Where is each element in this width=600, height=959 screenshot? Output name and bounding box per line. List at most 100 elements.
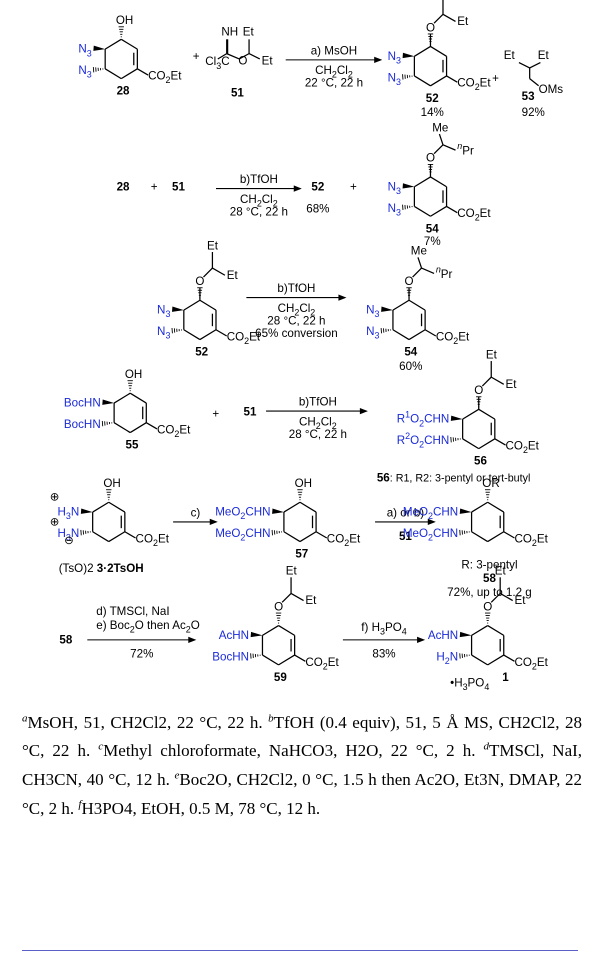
hash-bond (106, 489, 112, 501)
bond (414, 205, 431, 217)
yield-text: 72% (130, 648, 153, 661)
ethyl-group: Et (457, 15, 469, 28)
bond (145, 422, 158, 430)
reaction-arrow (266, 407, 368, 415)
footnote-f: fH3PO4, EtOH, 0.5 M, 78 °C, 12 h. (78, 797, 321, 818)
wedge-bond (459, 631, 472, 638)
condition-text: CH2Cl2 (299, 415, 337, 431)
methyl-group: Me (432, 121, 448, 134)
ethyl-group: Et (227, 269, 239, 282)
ethyl-group: Et (506, 378, 518, 391)
compound-label: 58 (483, 572, 496, 585)
hash-bond (297, 489, 303, 501)
bond (278, 654, 295, 666)
r-definition: R: 3-pentyl (461, 558, 517, 571)
hash-bond (127, 380, 133, 392)
reaction-arrow (173, 518, 218, 526)
salt-label: •H3PO4 (450, 676, 489, 692)
plus-sign: + (212, 407, 219, 420)
bond (129, 422, 147, 434)
condition-text: 65% conversion (255, 327, 338, 340)
n2-group: MeO2CHN (215, 527, 270, 543)
hash-bond (92, 66, 104, 73)
ethyl-group: Et (504, 49, 516, 62)
bond (487, 531, 505, 543)
bond (478, 408, 496, 420)
bond (433, 144, 444, 155)
bond (290, 592, 304, 602)
reaction-arrow (87, 636, 197, 643)
ester-group: CO2Et (514, 656, 548, 672)
wedge-bond (381, 306, 393, 312)
wedge-bond (80, 508, 93, 514)
condition-text: CH2Cl2 (315, 64, 353, 80)
compound-label: 28 (117, 180, 130, 193)
ethyl-group: Et (495, 565, 507, 578)
mesylate-group: OMs (539, 83, 564, 96)
hash-bond (275, 612, 282, 624)
ethyl-group: Et (286, 565, 298, 578)
bond (414, 45, 431, 57)
n1-group: H3N (58, 506, 80, 522)
bond (113, 422, 131, 434)
reaction-arrow (246, 294, 347, 301)
hash-bond (427, 163, 434, 175)
bond (408, 299, 426, 311)
wedge-bond (402, 183, 415, 189)
n2-group: BocHN (64, 418, 101, 431)
yield-text: 14% (421, 106, 444, 119)
bond (442, 144, 456, 151)
bond (424, 329, 437, 337)
compound-label: 57 (295, 548, 308, 561)
hash-bond (476, 396, 482, 408)
hash-bond (459, 653, 470, 659)
bond (217, 53, 228, 60)
negative-charge: ⊖ (64, 534, 74, 547)
oxygen: O (238, 54, 247, 67)
bond (462, 438, 480, 450)
n2-group: BocHN (212, 650, 249, 663)
ethyl-group: Et (538, 49, 550, 62)
bond (478, 438, 496, 450)
bond (248, 53, 261, 60)
bond (315, 531, 328, 539)
reaction-arrow (215, 185, 302, 192)
bond (471, 531, 488, 543)
bond (104, 38, 122, 50)
n2-group: H2N (436, 650, 458, 666)
condition-reagent: c) (191, 507, 201, 520)
bond (113, 392, 131, 404)
ethyl-group: Et (305, 594, 317, 607)
bond (199, 299, 217, 311)
bond (104, 68, 122, 80)
propyl-group: nPr (436, 265, 453, 281)
bond (414, 75, 431, 87)
n2-group: R2O2CHN (397, 431, 450, 450)
compound-56-note: 56: R1, R2: 3-pentyl or tert-butyl (377, 472, 531, 485)
hash-bond (250, 653, 261, 659)
ether-oxygen: O (426, 152, 435, 165)
bond (108, 531, 126, 543)
yield-text: 92% (522, 106, 545, 119)
bond (92, 501, 110, 513)
bond (183, 329, 201, 341)
ether-oxygen: O (274, 600, 283, 613)
hash-bond (171, 327, 182, 334)
bond (199, 329, 217, 341)
imine-group: NH (221, 26, 238, 39)
bond (503, 531, 515, 539)
reaction-arrow (342, 636, 426, 643)
bond (446, 205, 458, 214)
ester-group: CO2Et (148, 70, 182, 86)
compound-label: 1 (502, 671, 509, 684)
n2-group: H3N (58, 527, 80, 543)
bond (392, 329, 410, 341)
hash-bond (427, 33, 434, 45)
compound-label: 55 (126, 439, 139, 452)
yield-text: 83% (372, 648, 395, 661)
reaction-arrow (285, 56, 383, 64)
condition-reagent: e) Boc2O then Ac2O (96, 619, 200, 635)
bond (108, 501, 126, 513)
bond (294, 654, 306, 662)
